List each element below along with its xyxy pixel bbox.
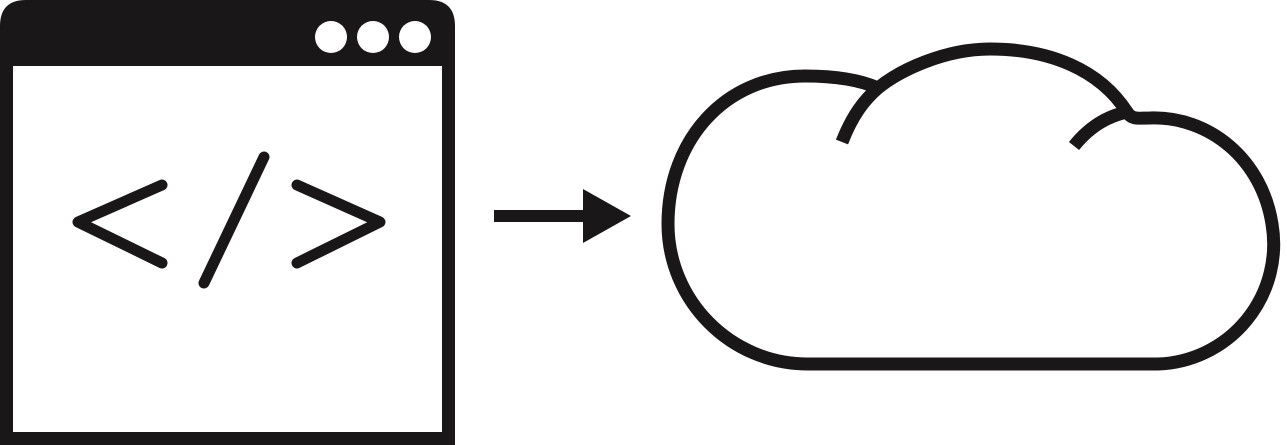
window-dot-1 [315, 21, 347, 53]
slash [198, 151, 270, 289]
cloud-inner-fold-left [835, 83, 883, 145]
window-dot-3 [399, 21, 431, 53]
code-icon [72, 151, 386, 289]
cloud-outline [661, 42, 1281, 371]
greater-than-bracket [291, 179, 386, 269]
cloud-icon [661, 42, 1281, 371]
cloud-inner-fold-right [1068, 105, 1129, 151]
window-dot-2 [357, 21, 389, 53]
code-window-icon [0, 0, 455, 445]
less-than-bracket [72, 179, 168, 269]
arrow-right-icon [494, 189, 631, 243]
